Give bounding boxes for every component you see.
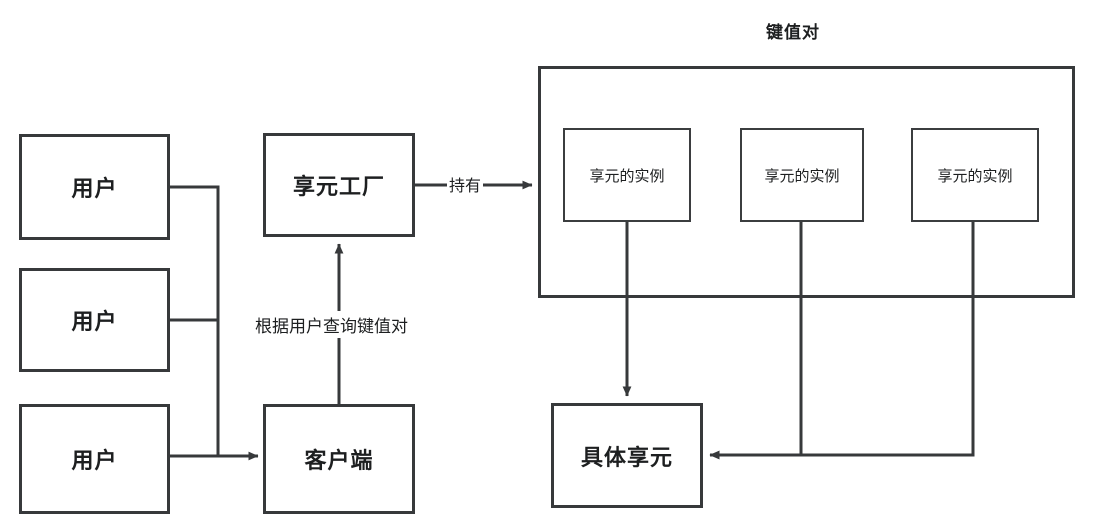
node-client[interactable]: 客户端 bbox=[263, 404, 415, 514]
node-concrete-flyweight[interactable]: 具体享元 bbox=[551, 403, 703, 508]
node-client-label: 客户端 bbox=[304, 448, 374, 473]
node-flyweight-instance-1[interactable]: 享元的实例 bbox=[563, 128, 691, 222]
edge-instance3-to-concrete bbox=[709, 222, 975, 460]
node-flyweight-instance-3-label: 享元的实例 bbox=[937, 167, 1013, 185]
node-concrete-flyweight-label: 具体享元 bbox=[580, 444, 673, 470]
edge-label-query-by-user: 根据用户查询键值对 bbox=[252, 311, 411, 338]
node-flyweight-instance-2[interactable]: 享元的实例 bbox=[740, 128, 864, 222]
node-user-1-label: 用户 bbox=[71, 176, 118, 201]
edge-user1-to-client bbox=[170, 185, 220, 456]
node-user-3[interactable]: 用户 bbox=[19, 404, 170, 514]
node-flyweight-factory[interactable]: 享元工厂 bbox=[263, 133, 415, 237]
node-flyweight-instance-3[interactable]: 享元的实例 bbox=[911, 128, 1039, 222]
node-user-2[interactable]: 用户 bbox=[19, 268, 170, 372]
node-flyweight-instance-2-label: 享元的实例 bbox=[764, 167, 840, 185]
edge-label-hold: 持有 bbox=[447, 172, 484, 196]
node-user-3-label: 用户 bbox=[71, 448, 118, 473]
keyvalue-group-box bbox=[538, 66, 1075, 298]
node-flyweight-instance-1-label: 享元的实例 bbox=[589, 167, 665, 185]
node-flyweight-factory-label: 享元工厂 bbox=[292, 174, 385, 199]
keyvalue-group-title: 键值对 bbox=[766, 23, 820, 42]
node-user-1[interactable]: 用户 bbox=[19, 134, 170, 240]
node-user-2-label: 用户 bbox=[71, 309, 118, 334]
